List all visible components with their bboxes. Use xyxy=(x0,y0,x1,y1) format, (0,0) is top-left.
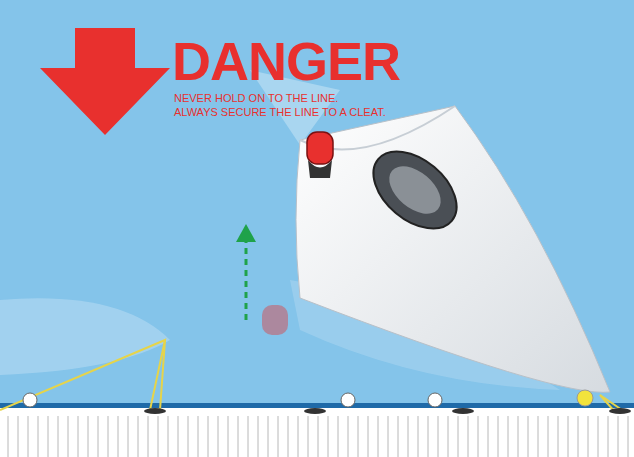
fender xyxy=(23,393,37,407)
dock-planks xyxy=(8,416,628,457)
outboard-motor xyxy=(307,132,333,164)
mooring-lines xyxy=(0,340,625,412)
cockpit xyxy=(359,136,471,244)
dock xyxy=(0,408,634,457)
danger-arrow xyxy=(40,28,170,135)
fender xyxy=(577,390,593,406)
warning-text: NEVER HOLD ON TO THE LINE. xyxy=(174,92,338,105)
motor-base xyxy=(308,160,332,178)
fender xyxy=(341,393,355,407)
lift-arrowhead xyxy=(236,224,256,242)
ghost-motor xyxy=(262,305,288,335)
fender xyxy=(428,393,442,407)
lift-arrow xyxy=(245,240,248,320)
warning-text: ALWAYS SECURE THE LINE TO A CLEAT. xyxy=(174,106,386,119)
cleats xyxy=(144,408,631,414)
danger-title: DANGER xyxy=(172,34,400,88)
seat xyxy=(380,157,449,223)
boat-hull xyxy=(296,106,610,392)
dock-edge xyxy=(0,403,634,408)
ghost-hull xyxy=(0,298,170,375)
